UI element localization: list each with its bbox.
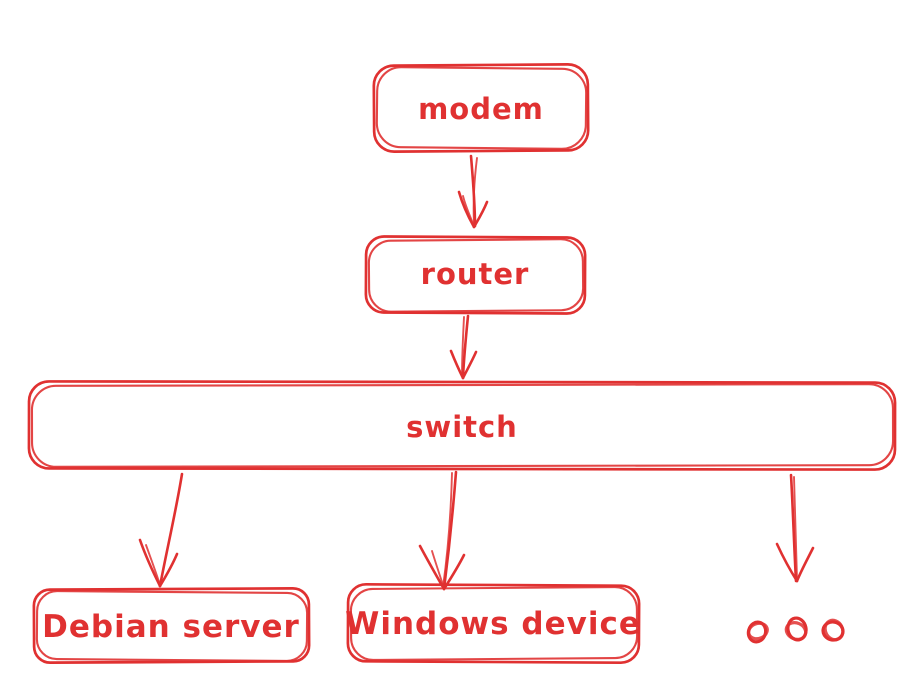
node-windows-device-label: Windows device [345,606,641,642]
node-debian-server: Debian server [32,587,311,664]
edge-router-switch [449,314,478,380]
edge-modem-router [457,154,489,229]
node-router: router [364,235,587,315]
node-modem: modem [372,63,590,153]
node-windows-device: Windows device [345,582,641,665]
node-debian-server-label: Debian server [42,609,300,645]
node-switch: switch [27,380,897,471]
ellipsis-dots-icon [746,616,845,644]
node-modem-label: modem [418,92,544,126]
node-switch-label: switch [406,410,518,444]
edge-switch-more-devices [775,473,815,583]
node-router-label: router [421,257,530,291]
edge-switch-debian-server [138,472,184,588]
edge-switch-windows-device [418,470,466,591]
device-dot-icon [784,616,808,642]
device-dot-icon [746,620,769,644]
device-dot-icon [821,618,845,642]
